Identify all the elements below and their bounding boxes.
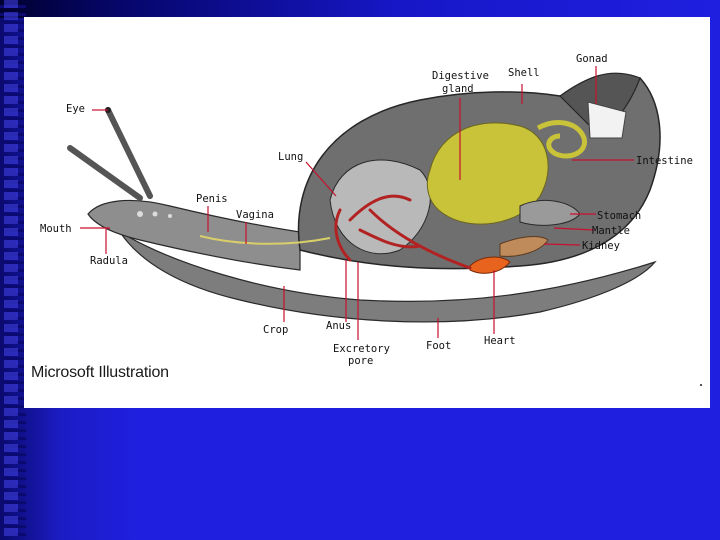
label-anus: Anus (326, 320, 351, 332)
label-eye: Eye (66, 103, 85, 115)
label-digestive: Digestive (432, 70, 489, 82)
label-vagina: Vagina (236, 209, 274, 221)
label-shell: Shell (508, 67, 540, 79)
label-gonad: Gonad (576, 53, 608, 65)
label-lung: Lung (278, 151, 303, 163)
label-radula: Radula (90, 255, 128, 267)
label-crop: Crop (263, 324, 288, 336)
label-excretory: Excretory (333, 343, 390, 355)
label-intestine: Intestine (636, 155, 693, 167)
illustration-credit: Microsoft Illustration (31, 364, 169, 382)
label-heart: Heart (484, 335, 516, 347)
label-foot: Foot (426, 340, 451, 352)
label-mouth: Mouth (40, 223, 72, 235)
panel-dot (700, 384, 702, 386)
label-pore: pore (348, 355, 373, 367)
label-kidney: Kidney (582, 240, 620, 252)
label-gland: gland (442, 83, 474, 95)
label-stomach: Stomach (597, 210, 641, 222)
label-penis: Penis (196, 193, 228, 205)
label-mantle: Mantle (592, 225, 630, 237)
